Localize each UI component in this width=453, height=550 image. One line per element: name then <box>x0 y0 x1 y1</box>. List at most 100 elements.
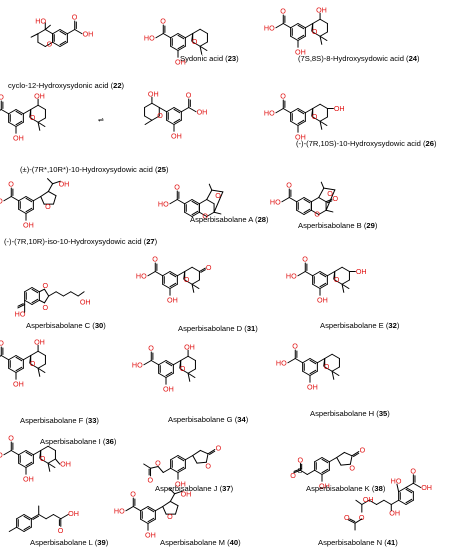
phenol-hydroxyl: OH <box>175 57 186 66</box>
equilibrium-arrow: ⇌ <box>98 115 104 124</box>
tertiary-hydroxyl: OH <box>389 509 400 518</box>
caption-space: ( <box>374 409 379 418</box>
acid-hydroxyl: HO <box>114 506 125 515</box>
ring-ketone: O <box>206 263 212 272</box>
caption-space: ( <box>253 215 258 224</box>
ring-oxygen: O <box>312 112 318 121</box>
acid-hydroxyl: OH <box>421 483 432 492</box>
carbonyl-oxygen: O <box>58 526 64 535</box>
dioxole-oxygen: O <box>42 281 48 290</box>
caption-c36: Asperbisabolane I (36) <box>40 437 117 446</box>
ring-oxygen: O <box>334 275 340 284</box>
compound-number: 33 <box>88 416 96 425</box>
compound-name: Asperbisabolane M <box>160 538 225 547</box>
carbonyl-oxygen: O <box>160 17 166 26</box>
structure-drawings: OOHOHOOHOOHOOHOOHOOHOHOOHOOH⇌OOHOHOOHOHO… <box>0 5 432 539</box>
acid-hydroxyl: OH <box>197 107 208 116</box>
caption-c31: Asperbisabolane D (31) <box>178 324 258 333</box>
compound-name: Asperbisabolane B <box>298 221 362 230</box>
compound-name: Asperbisabolane J <box>155 484 218 493</box>
caption-close: ) <box>246 415 249 424</box>
compound-name: Asperbisabolane H <box>310 409 374 418</box>
structure-c39: OOH <box>8 505 79 535</box>
caption-c26: (-)-(7R,10S)-10-Hydroxysydowic acid (26) <box>296 139 437 148</box>
carbonyl-oxygen: O <box>280 7 286 16</box>
caption-close: ) <box>103 321 106 330</box>
caption-c29: Asperbisabolane B (29) <box>298 221 378 230</box>
caption-space: ( <box>101 437 106 446</box>
carbonyl-oxygen: O <box>286 181 292 190</box>
caption-space: ( <box>223 54 228 63</box>
compound-name: Asperbisabolane D <box>178 324 243 333</box>
bridge-oxygen: O <box>314 209 320 218</box>
caption-close: ) <box>106 538 109 547</box>
phenol-hydroxyl: OH <box>295 47 306 56</box>
carbonyl-oxygen: O <box>148 344 154 353</box>
caption-close: ) <box>383 484 386 493</box>
caption-space: ( <box>142 237 147 246</box>
compound-name: (-)-(7R,10S)-10-Hydroxysydowic acid <box>296 139 421 148</box>
carbonyl-oxygen: O <box>0 93 4 102</box>
compound-number: 40 <box>230 538 238 547</box>
ring-hydroxyl: OH <box>316 5 327 14</box>
ring-ketone: O <box>332 194 338 203</box>
compound-number: 39 <box>97 538 105 547</box>
acid-hydroxyl: HO <box>0 196 3 205</box>
acid-hydroxyl: HO <box>144 33 155 42</box>
ring-oxygen: O <box>324 362 330 371</box>
acid-hydroxyl: HO <box>270 197 281 206</box>
compound-name: Asperbisabolane C <box>26 321 91 330</box>
compound-number: 22 <box>113 81 121 90</box>
compound-number: 41 <box>387 538 396 547</box>
caption-close: ) <box>155 237 158 246</box>
phenol-hydroxyl: OH <box>167 295 178 304</box>
sulfonyl-oxygen: O <box>297 456 303 465</box>
caption-c35: Asperbisabolane H (35) <box>310 409 390 418</box>
side-hydroxyl: OH <box>59 179 70 188</box>
acid-hydroxyl: HO <box>136 271 147 280</box>
caption-close: ) <box>387 409 390 418</box>
furan-oxygen: O <box>45 202 51 211</box>
caption-c34: Asperbisabolane G (34) <box>168 415 249 424</box>
ring-oxygen: O <box>180 364 186 373</box>
caption-space: ( <box>217 484 222 493</box>
side-hydroxyl: OH <box>181 489 192 498</box>
phenol-hydroxyl: OH <box>295 132 306 141</box>
ring-oxygen: O <box>312 27 318 36</box>
caption-close: ) <box>266 215 269 224</box>
caption-space: ( <box>93 538 98 547</box>
carbonyl-oxygen: O <box>130 490 136 499</box>
compound-number: 36 <box>105 437 113 446</box>
caption-space: ( <box>242 324 247 333</box>
bridge-oxygen: O <box>215 191 221 200</box>
caption-c41: Asperbisabolane N (41) <box>318 538 398 547</box>
compound-name: Asperbisabolane F <box>20 416 84 425</box>
phenol-hydroxyl: OH <box>13 133 24 142</box>
caption-close: ) <box>114 437 117 446</box>
acid-hydroxyl: HO <box>276 358 287 367</box>
ester-oxygen: O <box>359 513 365 522</box>
carbonyl-oxygen: O <box>0 339 4 348</box>
ring-oxygen: O <box>157 111 163 120</box>
ester-carbonyl: O <box>148 476 154 485</box>
acid-hydroxyl: OH <box>83 29 94 38</box>
caption-c32: Asperbisabolane E (32) <box>320 321 400 330</box>
caption-c22: cyclo-12-Hydroxysydonic acid (22) <box>8 81 125 90</box>
caption-c25: (±)-(7R*,10R*)-10-Hydroxysydowic acid (2… <box>20 165 169 174</box>
bridge-oxygen: O <box>202 211 208 220</box>
compound-number: 37 <box>222 484 230 493</box>
compound-name: (±)-(7R*,10R*)-10-Hydroxysydowic acid <box>20 165 153 174</box>
compound-number: 23 <box>228 54 236 63</box>
tertiary-hydroxyl: HO <box>35 17 46 26</box>
compound-number: 32 <box>388 321 396 330</box>
caption-space: ( <box>384 321 389 330</box>
caption-close: ) <box>255 324 258 333</box>
compound-name: Sydonic acid <box>180 54 223 63</box>
